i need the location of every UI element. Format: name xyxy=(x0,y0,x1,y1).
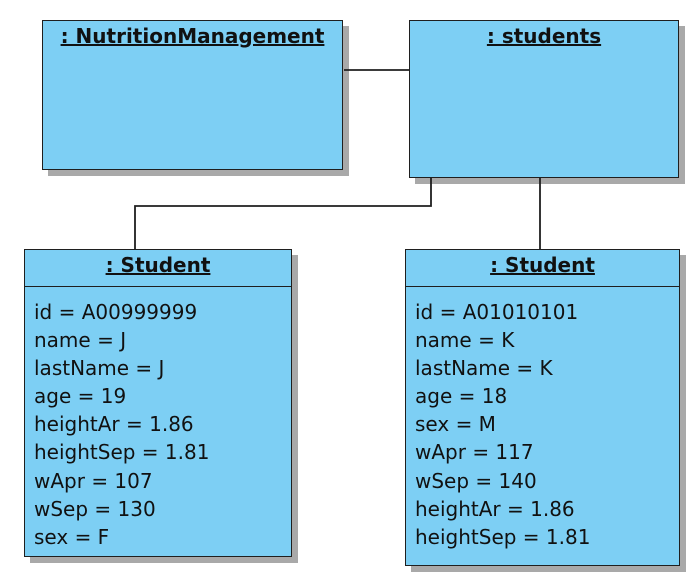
attribute-wapr: wApr = 117 xyxy=(415,440,534,465)
object-title: : Student xyxy=(105,253,211,277)
attribute-heightsep: heightSep = 1.81 xyxy=(415,524,591,549)
attribute-list: id = A01010101 name = K lastName = K age… xyxy=(415,298,590,551)
object-title: : NutritionManagement xyxy=(60,24,325,48)
attribute-heightsep: heightSep = 1.81 xyxy=(34,440,210,465)
attribute-heightar: heightAr = 1.86 xyxy=(415,496,575,521)
link-students-student-a xyxy=(134,178,432,250)
attribute-id: id = A01010101 xyxy=(415,300,579,324)
attribute-name: name = J xyxy=(34,328,127,353)
object-student-a01010101[interactable]: : Student id = A01010101 name = K lastNa… xyxy=(405,249,680,566)
attribute-lastname: lastName = J xyxy=(34,356,165,381)
attribute-list: id = A00999999 name = J lastName = J age… xyxy=(34,298,209,551)
attribute-heightar: heightAr = 1.86 xyxy=(34,412,194,437)
attribute-wsep: wSep = 130 xyxy=(34,496,156,521)
attribute-age: age = 18 xyxy=(415,384,508,409)
object-title: : students xyxy=(486,24,602,48)
attribute-name: name = K xyxy=(415,328,515,353)
attribute-sex: sex = M xyxy=(415,412,496,437)
object-student-a00999999[interactable]: : Student id = A00999999 name = J lastNa… xyxy=(24,249,292,557)
attribute-sex: sex = F xyxy=(34,524,110,549)
attribute-id: id = A00999999 xyxy=(34,300,198,324)
attribute-wapr: wApr = 107 xyxy=(34,468,153,493)
attribute-wsep: wSep = 140 xyxy=(415,468,537,493)
compartment-divider xyxy=(25,286,291,287)
compartment-divider xyxy=(406,286,679,287)
attribute-lastname: lastName = K xyxy=(415,356,553,381)
object-title: : Student xyxy=(490,253,595,277)
object-students[interactable]: : students xyxy=(409,20,679,178)
object-nutrition-management[interactable]: : NutritionManagement xyxy=(42,20,343,170)
attribute-age: age = 19 xyxy=(34,384,127,409)
